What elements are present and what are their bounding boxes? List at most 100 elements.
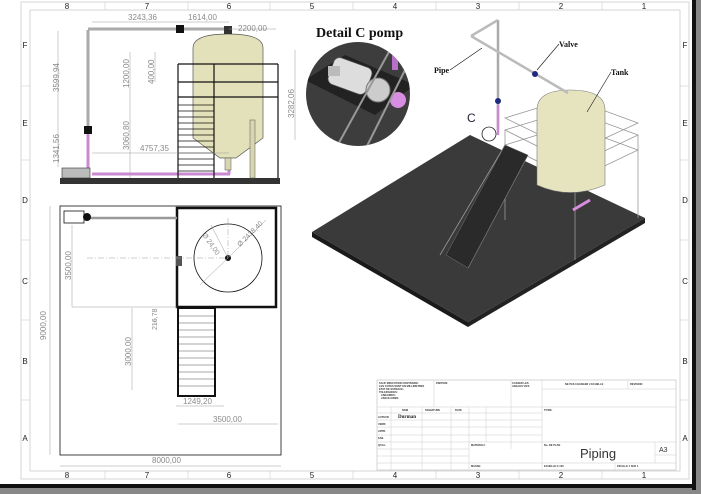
detail-c-view: Detail C pomp bbox=[306, 26, 410, 146]
zone-side: C bbox=[22, 277, 28, 286]
dim-3060: 3060,80 bbox=[122, 121, 131, 150]
zone-side: F bbox=[683, 41, 688, 50]
pump bbox=[61, 167, 91, 179]
title-block: SAUF INDICATION CONTRAIRE: LES COTES SON… bbox=[376, 379, 677, 471]
detail-title: Detail C pomp bbox=[316, 26, 403, 41]
tb-scale-note: NE PAS CHANGER L'ECHELLE bbox=[565, 382, 604, 386]
sheet-size: A3 bbox=[659, 447, 668, 454]
tb-scale: ECHELLE:1:100 bbox=[544, 464, 564, 468]
zone-labels: 8 7 6 5 4 3 2 1 8 7 6 5 4 3 2 1 F E D C … bbox=[22, 2, 688, 480]
tb-note: ANGULAIRES: bbox=[381, 396, 399, 400]
tb-col-signature: SIGNATURE bbox=[425, 408, 440, 412]
valve-icon bbox=[532, 71, 538, 77]
tb-finish: FINITION: bbox=[436, 381, 448, 385]
tb-author: Durman bbox=[398, 415, 416, 420]
zone-bottom: 3 bbox=[476, 471, 481, 480]
zone-top: 7 bbox=[145, 2, 150, 11]
tb-sheet: FEUILLE 1 SUR 1 bbox=[617, 464, 639, 468]
tb-note: LINEAIRES: bbox=[381, 393, 396, 397]
tb-mass: MASSE: bbox=[471, 464, 481, 468]
front-view: 3243,36 1614,00 2200,00 3599,94 1200,00 … bbox=[52, 13, 296, 184]
valve-icon bbox=[176, 25, 184, 33]
tb-row: APPR. bbox=[378, 429, 386, 433]
zone-top: 6 bbox=[227, 2, 232, 11]
zone-top: 3 bbox=[476, 2, 481, 11]
zone-side: C bbox=[682, 277, 688, 286]
tb-row: QUAL. bbox=[378, 443, 386, 447]
detail-c-marker: C bbox=[467, 111, 476, 125]
base-slab bbox=[60, 178, 280, 184]
dim-2200: 2200,00 bbox=[238, 24, 267, 33]
zone-bottom: 2 bbox=[559, 471, 564, 480]
dim-3243: 3243,36 bbox=[128, 13, 157, 22]
dim-3282: 3282,06 bbox=[287, 89, 296, 118]
zone-side: E bbox=[22, 119, 27, 128]
dim-1249: 1249,20 bbox=[183, 397, 212, 406]
zone-side: E bbox=[682, 119, 687, 128]
zone-bottom: 5 bbox=[310, 471, 315, 480]
zone-bottom: 6 bbox=[227, 471, 232, 480]
tb-row: AUTEUR bbox=[378, 415, 389, 419]
zone-side: B bbox=[22, 357, 27, 366]
zone-grid bbox=[21, 2, 689, 479]
zone-bottom: 1 bbox=[642, 471, 647, 480]
zone-top: 5 bbox=[310, 2, 315, 11]
stair-plan bbox=[177, 307, 216, 397]
isometric-view: C Pipe Valve Tank bbox=[312, 18, 645, 327]
zone-side: A bbox=[22, 434, 28, 443]
dim-3599: 3599,94 bbox=[52, 63, 61, 92]
zone-top: 1 bbox=[642, 2, 647, 11]
zone-bottom: 8 bbox=[65, 471, 70, 480]
outer-frame bbox=[20, 1, 690, 480]
callout-pipe: Pipe bbox=[434, 66, 450, 75]
zone-top: 8 bbox=[65, 2, 70, 11]
tb-edges: CASSER LES bbox=[512, 381, 529, 385]
dim-4757: 4757,35 bbox=[140, 144, 169, 153]
tb-edges: ANGLES VIFS bbox=[512, 384, 530, 388]
stair bbox=[445, 144, 529, 269]
tb-row: FAB. bbox=[378, 436, 384, 440]
callout-valve: Valve bbox=[559, 40, 578, 49]
tb-note: LES COTES SONT EN MILLIMETRES bbox=[379, 384, 425, 388]
tb-note: SAUF INDICATION CONTRAIRE: bbox=[379, 381, 419, 385]
dim-3500-h: 3500,00 bbox=[213, 415, 242, 424]
dim-400: 400,00 bbox=[147, 59, 156, 84]
slab-outline bbox=[59, 205, 282, 456]
zone-bottom: 4 bbox=[393, 471, 398, 480]
dim-1341: 1341,56 bbox=[52, 134, 61, 163]
iso-tank bbox=[536, 89, 606, 193]
dim-9000: 9000,00 bbox=[39, 311, 48, 340]
callout-tank: Tank bbox=[611, 68, 629, 77]
zone-side: B bbox=[682, 357, 687, 366]
detail-c-circle bbox=[481, 126, 497, 142]
valve-icon bbox=[495, 98, 501, 104]
zone-side: A bbox=[682, 434, 688, 443]
dim-1200: 1200,00 bbox=[122, 59, 131, 88]
dim-3500-v: 3500,00 bbox=[64, 251, 73, 280]
dim-1614: 1614,00 bbox=[188, 13, 217, 22]
zone-side: D bbox=[22, 196, 28, 205]
dim-216: 216,78 bbox=[152, 308, 159, 330]
tb-drawing-no: No. DE PLAN bbox=[544, 443, 560, 447]
tb-title-label: TITRE: bbox=[544, 408, 552, 412]
iso-pipe bbox=[470, 34, 569, 95]
zone-side: D bbox=[682, 196, 688, 205]
tb-col-name: NOM bbox=[402, 408, 408, 412]
tank bbox=[192, 33, 264, 159]
valve-icon bbox=[84, 126, 92, 134]
tb-row: VERIF. bbox=[378, 422, 386, 426]
zone-top: 2 bbox=[559, 2, 564, 11]
tb-material: MATERIAU: bbox=[471, 443, 485, 447]
tb-col-date: DATE bbox=[455, 408, 462, 412]
tb-note: ETAT DE SURFACE: bbox=[379, 387, 404, 391]
dim-8000: 8000,00 bbox=[152, 456, 181, 465]
zone-top: 4 bbox=[393, 2, 398, 11]
inner-frame bbox=[29, 9, 681, 472]
tb-revision: REVISION bbox=[630, 382, 643, 386]
drawing-title: Piping bbox=[580, 446, 616, 461]
dim-3000: 3000,00 bbox=[124, 337, 133, 366]
zone-side: F bbox=[23, 41, 28, 50]
zone-bottom: 7 bbox=[145, 471, 150, 480]
tb-note: TOLERANCES: bbox=[379, 390, 398, 394]
